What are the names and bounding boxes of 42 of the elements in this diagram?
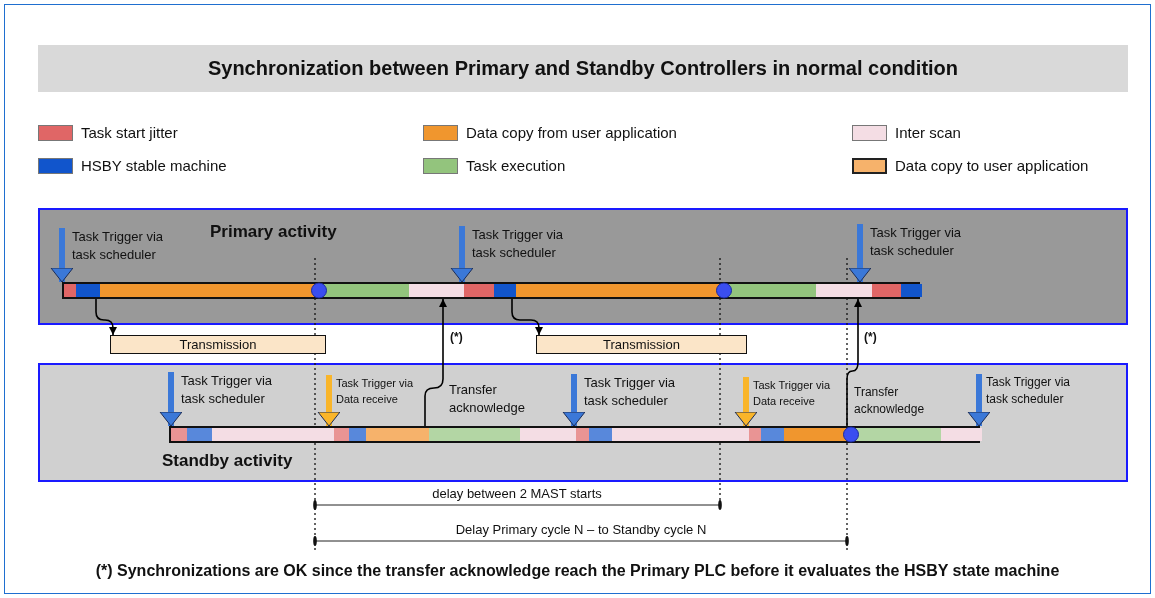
trigger-label: Task Trigger via Data receive bbox=[736, 377, 844, 409]
panel-title: Primary activity bbox=[210, 222, 337, 242]
transmission-box: Transmission bbox=[536, 335, 747, 354]
acknowledge-arrow bbox=[846, 298, 862, 427]
trigger-arrow bbox=[450, 226, 474, 283]
arrow bbox=[95, 298, 117, 336]
trigger-arrow bbox=[734, 377, 758, 427]
trigger-arrow bbox=[50, 228, 74, 283]
trigger-label: Task Trigger via task scheduler bbox=[850, 224, 972, 260]
dimension-label: Delay Primary cycle N – to Standby cycle N bbox=[454, 522, 708, 537]
timeline-bar bbox=[62, 282, 920, 299]
title-banner: Synchronization between Primary and Standby Controllers in normal condition bbox=[38, 45, 1128, 92]
trigger-label: Task Trigger via task scheduler bbox=[452, 226, 574, 262]
activity-panel bbox=[38, 208, 1128, 325]
trigger-label: Task Trigger via task scheduler bbox=[161, 372, 283, 408]
trigger-label: Task Trigger via task scheduler bbox=[969, 374, 1081, 408]
acknowledge-arrow bbox=[424, 298, 447, 427]
legend-label: Data copy from user application bbox=[466, 123, 677, 143]
arrow bbox=[511, 298, 543, 336]
trigger-arrow bbox=[848, 224, 872, 283]
legend-label: Task start jitter bbox=[81, 123, 178, 143]
dimension-label: delay between 2 MAST starts bbox=[431, 486, 603, 501]
legend-label: Inter scan bbox=[895, 123, 961, 143]
trigger-label: Task Trigger via task scheduler bbox=[564, 374, 686, 410]
activity-panel bbox=[38, 363, 1128, 482]
trigger-arrow bbox=[159, 372, 183, 427]
footnote: (*) Synchronizations are OK since the transfer acknowledge reach the Primary PLC before it evaluates the HSBY state machine bbox=[94, 562, 1061, 580]
trigger-label: Task Trigger via Data receive bbox=[319, 375, 427, 407]
transmission-box: Transmission bbox=[110, 335, 326, 354]
edge-label: (*) bbox=[450, 330, 463, 344]
trigger-arrow bbox=[562, 374, 586, 427]
legend-label: Data copy to user application bbox=[895, 156, 1089, 176]
acknowledge-label: Transfer acknowledge bbox=[854, 384, 946, 418]
panel-title: Standby activity bbox=[162, 451, 293, 471]
edge-label: (*) bbox=[864, 330, 877, 344]
trigger-arrow bbox=[317, 375, 341, 427]
legend-label: HSBY stable machine bbox=[81, 156, 227, 176]
timeline-bar bbox=[169, 426, 980, 443]
trigger-label: Task Trigger via task scheduler bbox=[52, 228, 174, 264]
legend-label: Task execution bbox=[466, 156, 566, 176]
trigger-arrow bbox=[967, 374, 991, 427]
acknowledge-label: Transfer acknowledge bbox=[449, 381, 549, 417]
